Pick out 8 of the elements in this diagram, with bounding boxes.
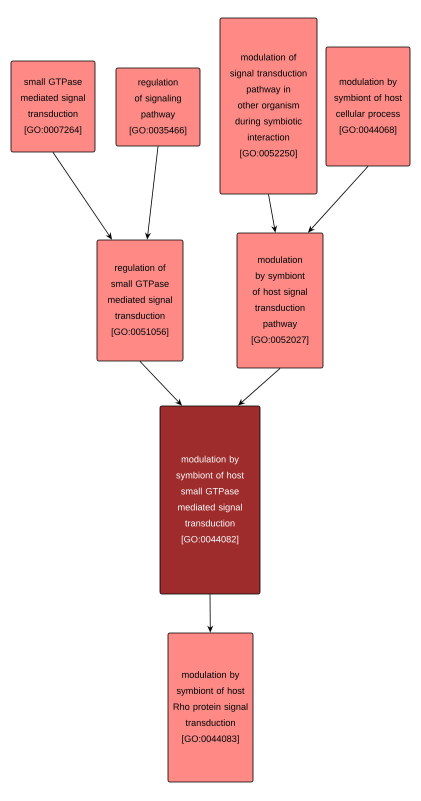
term-box: modulation by symbiont of host small GTPase mediated signal transduction [GO:0044082] [160,406,260,594]
term-box: modulation by symbiont of host signal transduction pathway [GO:0052027] [236,232,324,368]
term-box: regulation of signaling pathway [GO:0035466] [116,68,200,146]
term-box: modulation of signal transduction pathway in other organism during symbiotic interaction [GO:0052250] [220,18,318,194]
term-box: modulation by symbiont of host cellular process [GO:0044068] [326,46,410,166]
term-box: regulation of small GTPase mediated signal transduction [GO:0051056] [96,240,184,362]
term-box: small GTPase mediated signal transduction [GO:0007264] [10,60,96,152]
term-box: modulation by symbiont of host Rho protein signal transduction [GO:0044083] [168,632,254,782]
